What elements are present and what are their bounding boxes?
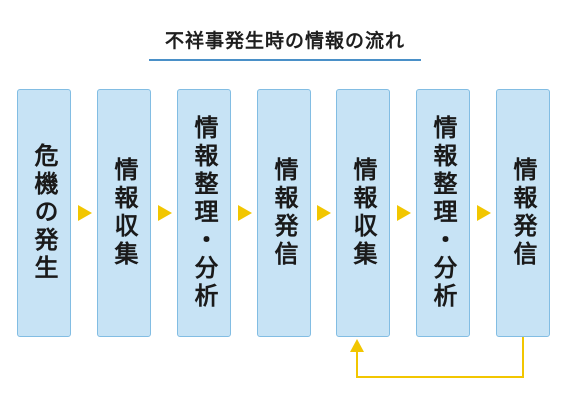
step-label-1: 危機の発生: [30, 143, 58, 283]
step-label-6: 情報整理・分析: [429, 115, 457, 311]
step-box-6: 情報整理・分析: [416, 89, 470, 337]
step-box-5: 情報収集: [336, 89, 390, 337]
feedback-loop-line: [356, 337, 524, 378]
flow-arrow-4: [317, 205, 331, 221]
step-box-7: 情報発信: [496, 89, 550, 337]
step-label-3: 情報整理・分析: [190, 115, 218, 311]
flow-arrow-1: [78, 205, 92, 221]
step-label-5: 情報収集: [349, 157, 377, 269]
step-label-4: 情報発信: [270, 157, 298, 269]
step-label-7: 情報発信: [509, 157, 537, 269]
flow-arrow-5: [397, 205, 411, 221]
step-box-3: 情報整理・分析: [177, 89, 231, 337]
step-box-1: 危機の発生: [17, 89, 71, 337]
flow-arrow-3: [238, 205, 252, 221]
feedback-loop-arrowhead: [350, 339, 364, 352]
diagram-title: 不祥事発生時の情報の流れ: [164, 30, 405, 52]
step-box-2: 情報収集: [97, 89, 151, 337]
flow-arrow-6: [477, 205, 491, 221]
step-label-2: 情報収集: [110, 157, 138, 269]
title-underline: [149, 59, 421, 61]
step-box-4: 情報発信: [257, 89, 311, 337]
flow-arrow-2: [158, 205, 172, 221]
